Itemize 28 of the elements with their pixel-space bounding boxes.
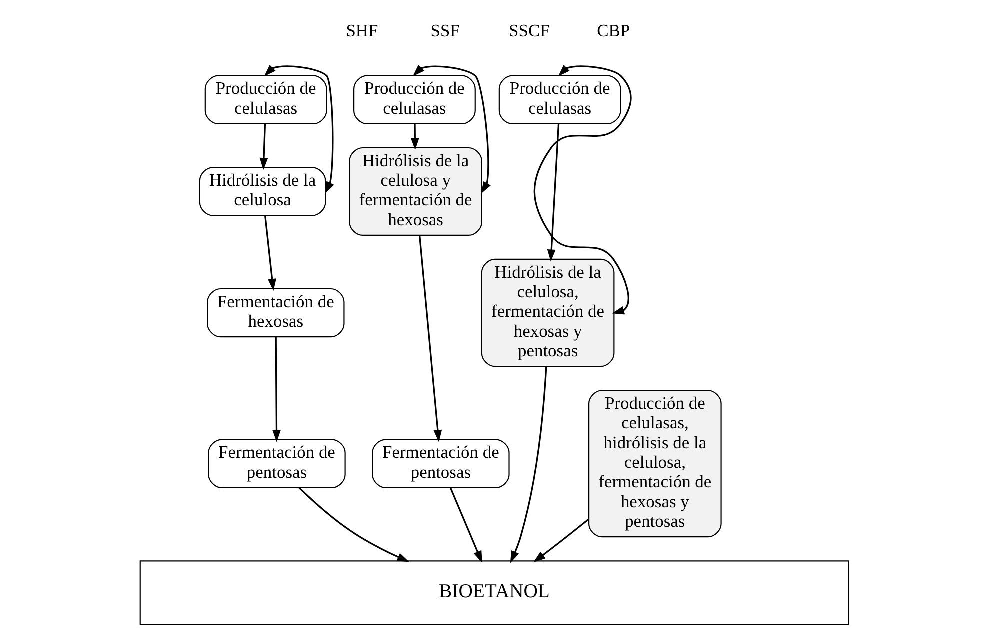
arrow <box>264 65 334 194</box>
arrow <box>418 236 442 442</box>
node-box: Hidrólisis de la celulosa y fermentación de hexosas <box>349 147 482 236</box>
arrow <box>547 124 560 262</box>
label: SSF <box>430 20 460 40</box>
node-box: BIOETANOL <box>140 560 850 626</box>
node-box: Fermentación de hexosas <box>207 288 345 338</box>
node-box: Producción de celulasas <box>498 75 622 124</box>
arrow <box>534 65 632 315</box>
arrow <box>534 518 590 563</box>
label: CBP <box>597 20 630 40</box>
node-box: Hidrólisis de la celulosa, fermentación de hexosas y pentosas <box>481 258 615 368</box>
arrow <box>272 337 281 442</box>
node-box: Producción de celulasas <box>354 75 476 124</box>
label: SSCF <box>509 20 550 40</box>
node-box: Producción de celulasas <box>204 75 328 124</box>
node-box: Hidrólisis de la celulosa <box>199 167 326 216</box>
label: SHF <box>346 20 378 40</box>
arrow <box>450 488 482 564</box>
arrow <box>412 65 491 194</box>
node-box: Fermentación de pentosas <box>372 439 510 488</box>
arrow <box>264 216 276 292</box>
arrow <box>298 487 410 562</box>
arrow <box>510 366 548 564</box>
node-box: Fermentación de pentosas <box>208 439 346 488</box>
arrow <box>260 124 268 170</box>
node-box: Producción de celulasas, hidrólisis de la celulosa, fermentación de hexosas y pentosas <box>588 390 722 538</box>
arrow <box>410 124 420 150</box>
